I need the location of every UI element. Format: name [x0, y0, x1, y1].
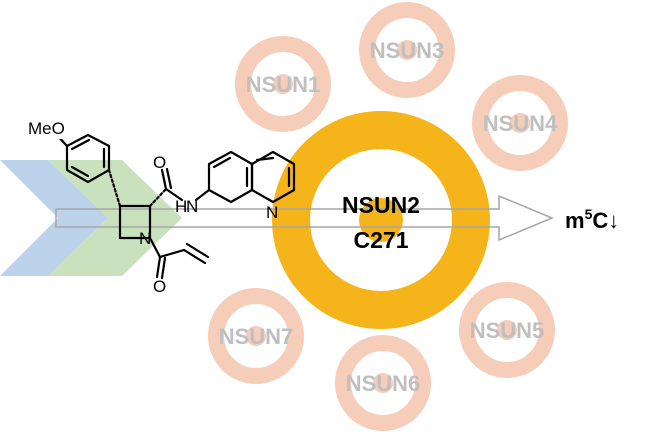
amide-cn-bond: [164, 187, 184, 202]
nsun1-outer-ring: [235, 36, 331, 132]
amide-n-quinoline-bond: [194, 188, 211, 202]
target-nsun4: NSUN4: [472, 75, 568, 171]
target-nsun5: NSUN5: [459, 282, 555, 378]
m5c-label: m5C↓: [565, 206, 619, 233]
nsun1-label: NSUN1: [246, 72, 321, 97]
nsun3-label: NSUN3: [370, 38, 445, 63]
nsun3-outer-ring: [359, 2, 455, 98]
quinoline-n-label: N: [266, 203, 278, 222]
m5c-superscript: 5: [585, 206, 593, 222]
quinoline-double-bond-1: [212, 156, 232, 169]
nsun2-outer-ring: [272, 111, 490, 329]
vinyl-bond-1: [182, 248, 207, 265]
azetidine-n-label: N: [139, 229, 151, 248]
nsun5-center-dot: [497, 320, 517, 340]
chevron-bands: [0, 160, 182, 276]
amide-co-bond-1: [160, 168, 168, 191]
target-nsun6: NSUN6: [335, 335, 431, 431]
nsun6-center-dot: [373, 373, 393, 393]
nsun7-outer-ring: [208, 288, 304, 384]
inhibition-arrow: [55, 194, 554, 242]
output-m5c-decrease: m5C↓: [565, 206, 619, 233]
nsun6-outer-ring: [335, 335, 431, 431]
target-nsun1: NSUN1: [235, 36, 331, 132]
nsun4-label: NSUN4: [483, 111, 558, 136]
carbonyl-o-top-label: O: [153, 153, 166, 172]
nsun4-center-dot: [510, 113, 530, 133]
nsun2-label: NSUN2: [342, 192, 420, 218]
phenyl-double-bond-1: [70, 138, 91, 151]
nsun5-outer-ring: [459, 282, 555, 378]
acryloyl-n-bond: [148, 236, 162, 259]
target-nsun7: NSUN7: [208, 288, 304, 384]
hashed-wedge-amide: [148, 187, 168, 208]
nsun7-center-dot: [246, 326, 266, 346]
phenyl-double-bond-3: [70, 165, 90, 178]
nsun6-label: NSUN6: [346, 371, 421, 396]
quinoline-benzo-ring: [207, 150, 254, 204]
nsun3-center-dot: [397, 40, 417, 60]
methoxy-label: MeO: [28, 119, 65, 138]
nsun4-outer-ring: [472, 75, 568, 171]
amide-nh-n-label: N: [186, 197, 198, 216]
blue-chevron-band: [0, 160, 108, 276]
quinoline-double-bond-3: [255, 156, 275, 162]
nsun1-center-dot: [273, 74, 293, 94]
quinoline-pyridine-ring: [250, 150, 296, 204]
m5c-base: m: [565, 208, 585, 233]
acryloyl-co-bond-1: [155, 255, 162, 279]
atom-labels: MeO O H N N N O: [26, 117, 278, 296]
m5c-suffix: C↓: [592, 208, 619, 233]
carbonyl-o-bottom-label: O: [153, 277, 166, 296]
vinyl-bond-2: [185, 242, 210, 259]
inhibitor-structure: [54, 132, 296, 280]
nsun2-residue-label: C271: [354, 227, 409, 253]
nsun5-label: NSUN5: [470, 318, 545, 343]
target-nsun2: [272, 111, 490, 329]
green-chevron-band: [48, 160, 182, 276]
acryloyl-co-bond-2: [160, 256, 167, 280]
target-nsun3: NSUN3: [359, 2, 455, 98]
acryloyl-cc-bond: [158, 248, 186, 259]
methoxy-label-backdrop: [26, 117, 70, 139]
nsun7-label: NSUN7: [219, 324, 294, 349]
amide-co-bond-2: [165, 167, 173, 190]
hashed-wedge-aryl: [107, 168, 122, 208]
amide-nh-h-label: H: [175, 197, 187, 216]
